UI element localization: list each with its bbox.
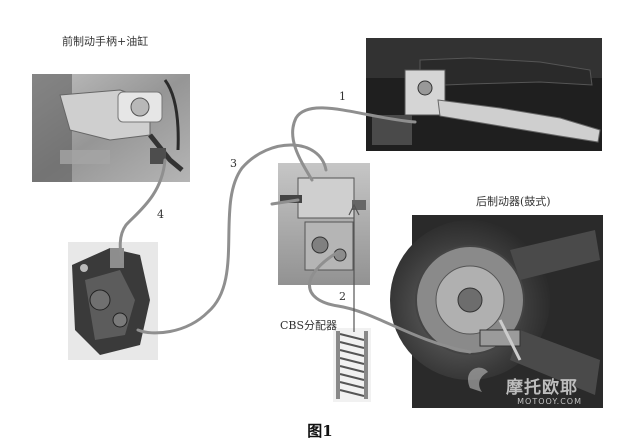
front-lever-label: 前制动手柄+油缸: [62, 35, 149, 48]
watermark-site: MOTOOY.COM: [517, 397, 582, 406]
cbs-label: CBS分配器: [280, 319, 338, 332]
spring-photo: [333, 328, 371, 402]
front-caliper-photo: [68, 242, 158, 360]
handlebar-lever-photo: [366, 38, 602, 151]
front-lever-photo: [32, 74, 190, 182]
watermark-logo-icon: [467, 367, 488, 392]
cable-number-3: 3: [230, 157, 237, 170]
rear-brake-label: 后制动器(鼓式): [476, 195, 551, 208]
cable-4: [118, 158, 167, 264]
cable-2: [308, 250, 472, 354]
watermark-name: 摩托欧耶: [506, 378, 578, 398]
rear-drum-photo: [390, 215, 603, 408]
cable-cbs-left: [270, 198, 300, 206]
cable-number-4: 4: [157, 208, 164, 221]
cable-number-1: 1: [339, 90, 346, 103]
cable-1: [291, 106, 417, 182]
cable-number-2: 2: [339, 290, 346, 303]
figure-caption: 图1: [307, 422, 333, 440]
cable-3: [136, 143, 328, 335]
cbs-distributor-photo: [278, 163, 370, 285]
arrow-head: [348, 203, 360, 216]
